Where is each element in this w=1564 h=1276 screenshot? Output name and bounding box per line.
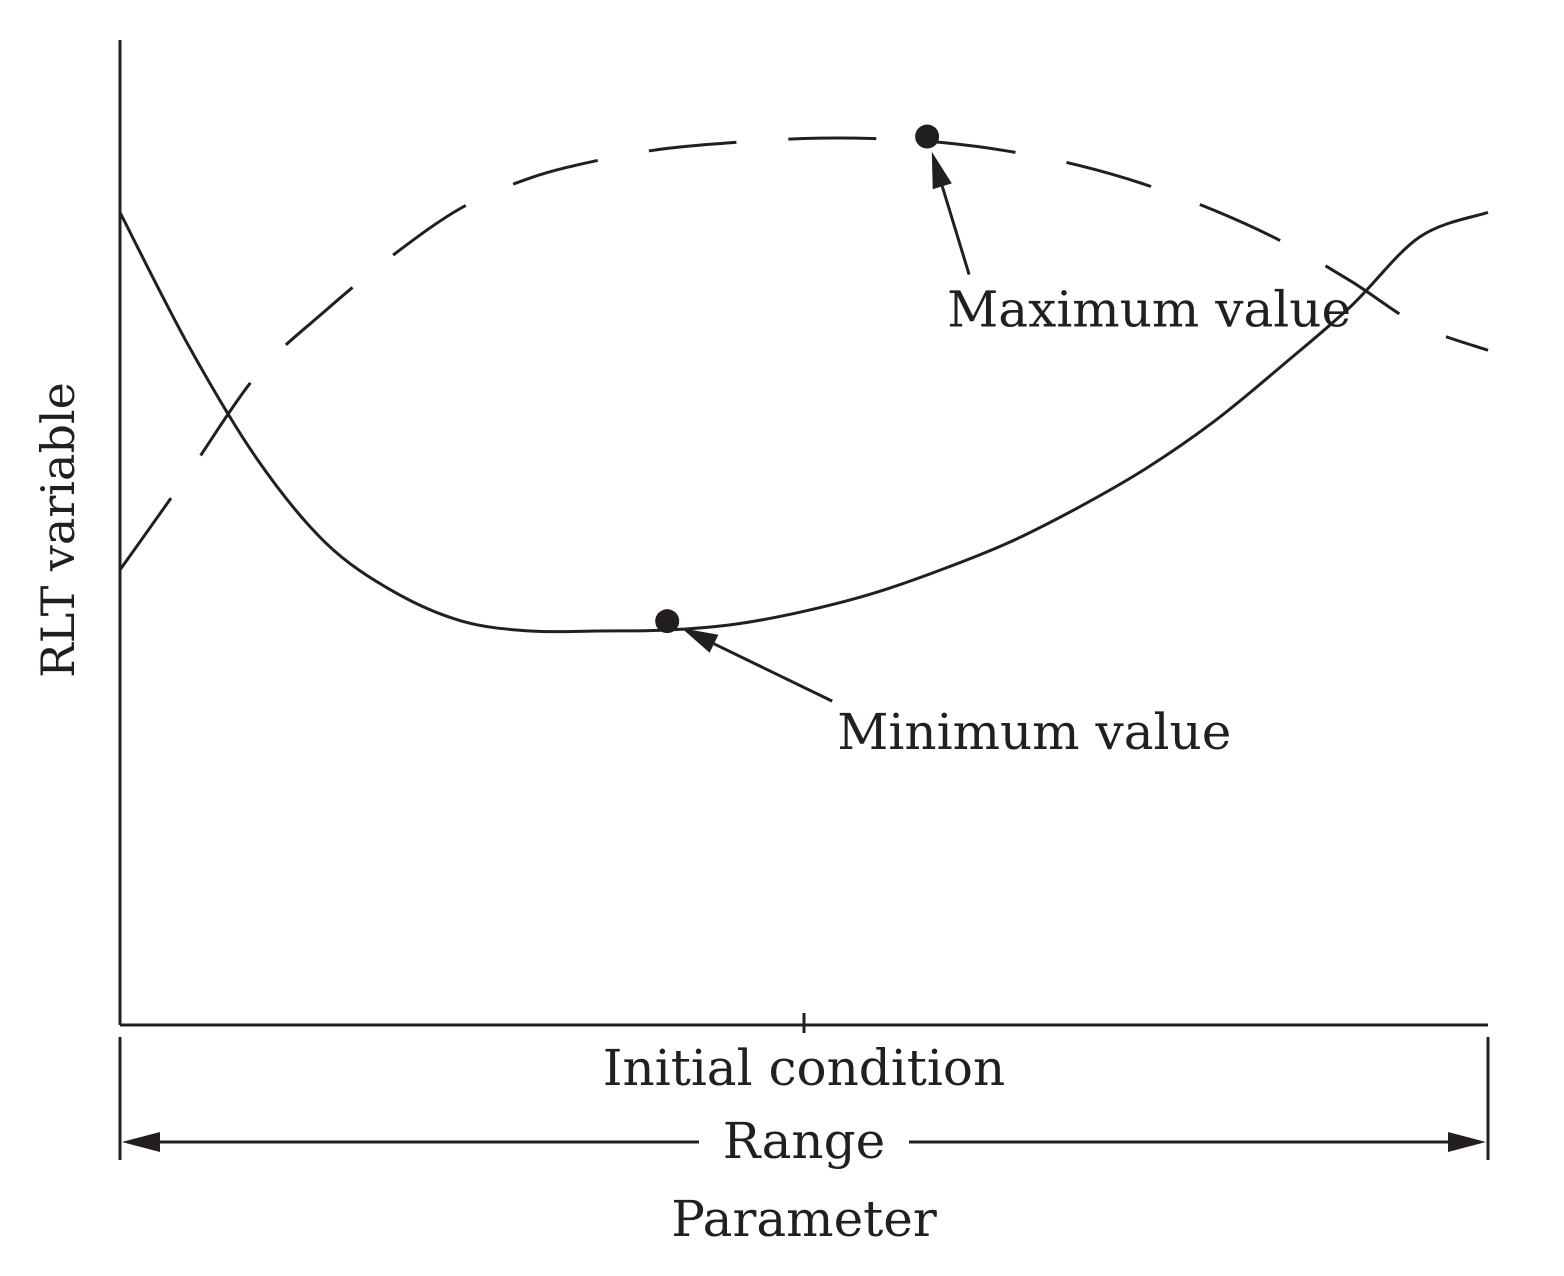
annotation-min-arrowhead-icon [681,628,719,653]
annotation-max-arrow-shaft [940,185,971,275]
range-indicator [118,1037,1490,1160]
series-layer [118,136,1489,634]
annotation-max-arrowhead-icon [931,151,952,190]
range-label: Range [723,1112,885,1170]
axes [118,40,1488,1033]
annotation-max-label: Maximum value [947,281,1351,339]
point-max-marker [915,124,940,149]
range-left-arrowhead-icon [122,1132,160,1152]
point-min-marker [655,609,680,634]
x-reference-label: Initial condition [603,1039,1005,1097]
series-dashed-line [118,136,1489,571]
annotation-min-label: Minimum value [837,703,1231,761]
series-solid-line [118,210,1489,634]
range-right-arrowhead-icon [1448,1132,1486,1152]
annotation-min-arrow-shaft [713,642,833,703]
y-axis-label: RLT variable [31,382,85,678]
x-axis-label: Parameter [671,1190,937,1248]
